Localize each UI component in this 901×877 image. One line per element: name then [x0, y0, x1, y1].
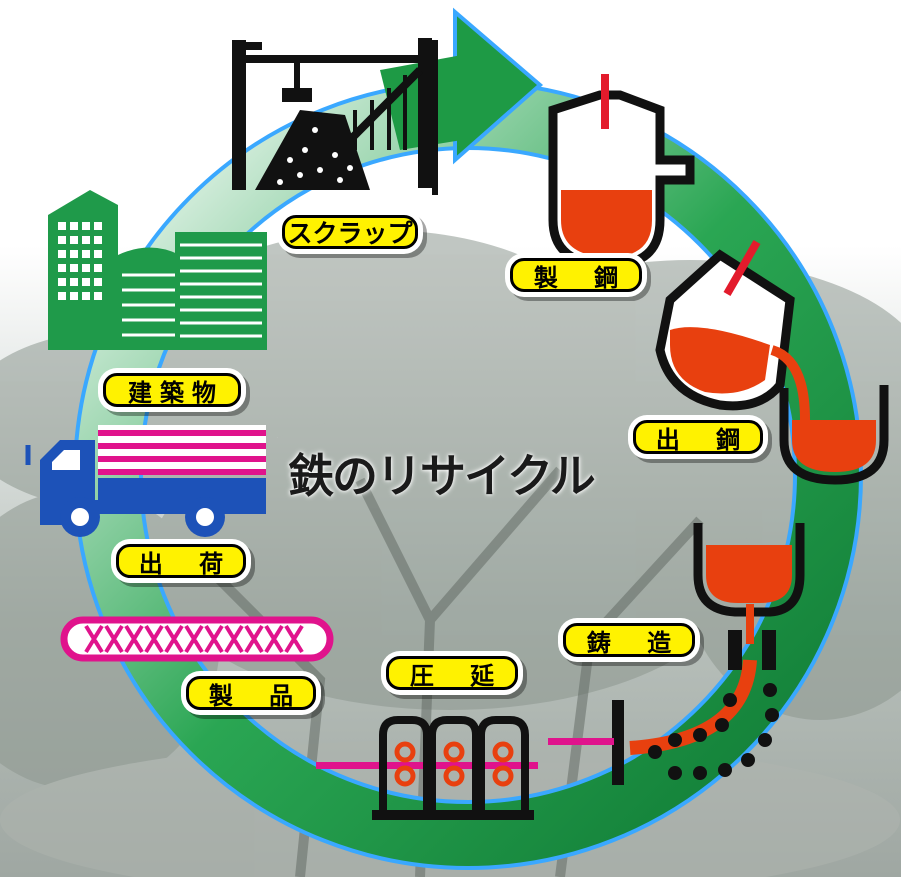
product-pipe-icon — [60, 616, 334, 662]
label-rolling: 圧 延 — [386, 656, 518, 690]
scrap-pile-icon — [255, 110, 370, 190]
truck-icon — [25, 425, 266, 537]
converter-icon — [548, 74, 695, 270]
label-building: 建築物 — [103, 373, 241, 407]
label-product: 製 品 — [186, 676, 316, 710]
label-shipping: 出 荷 — [116, 544, 246, 578]
label-steelmaking: 製 鋼 — [510, 258, 642, 292]
casting-icon — [548, 523, 805, 785]
label-tapping: 出 鋼 — [633, 420, 763, 454]
scrap-crane-icon — [232, 38, 438, 195]
rolling-mill-icon — [316, 716, 538, 820]
label-scrap: スクラップ — [282, 215, 418, 249]
tapping-ladle-icon — [655, 240, 889, 485]
label-casting: 鋳 造 — [563, 623, 695, 657]
building-icon — [48, 190, 267, 350]
diagram-title: 鉄のリサイクル — [288, 449, 596, 503]
